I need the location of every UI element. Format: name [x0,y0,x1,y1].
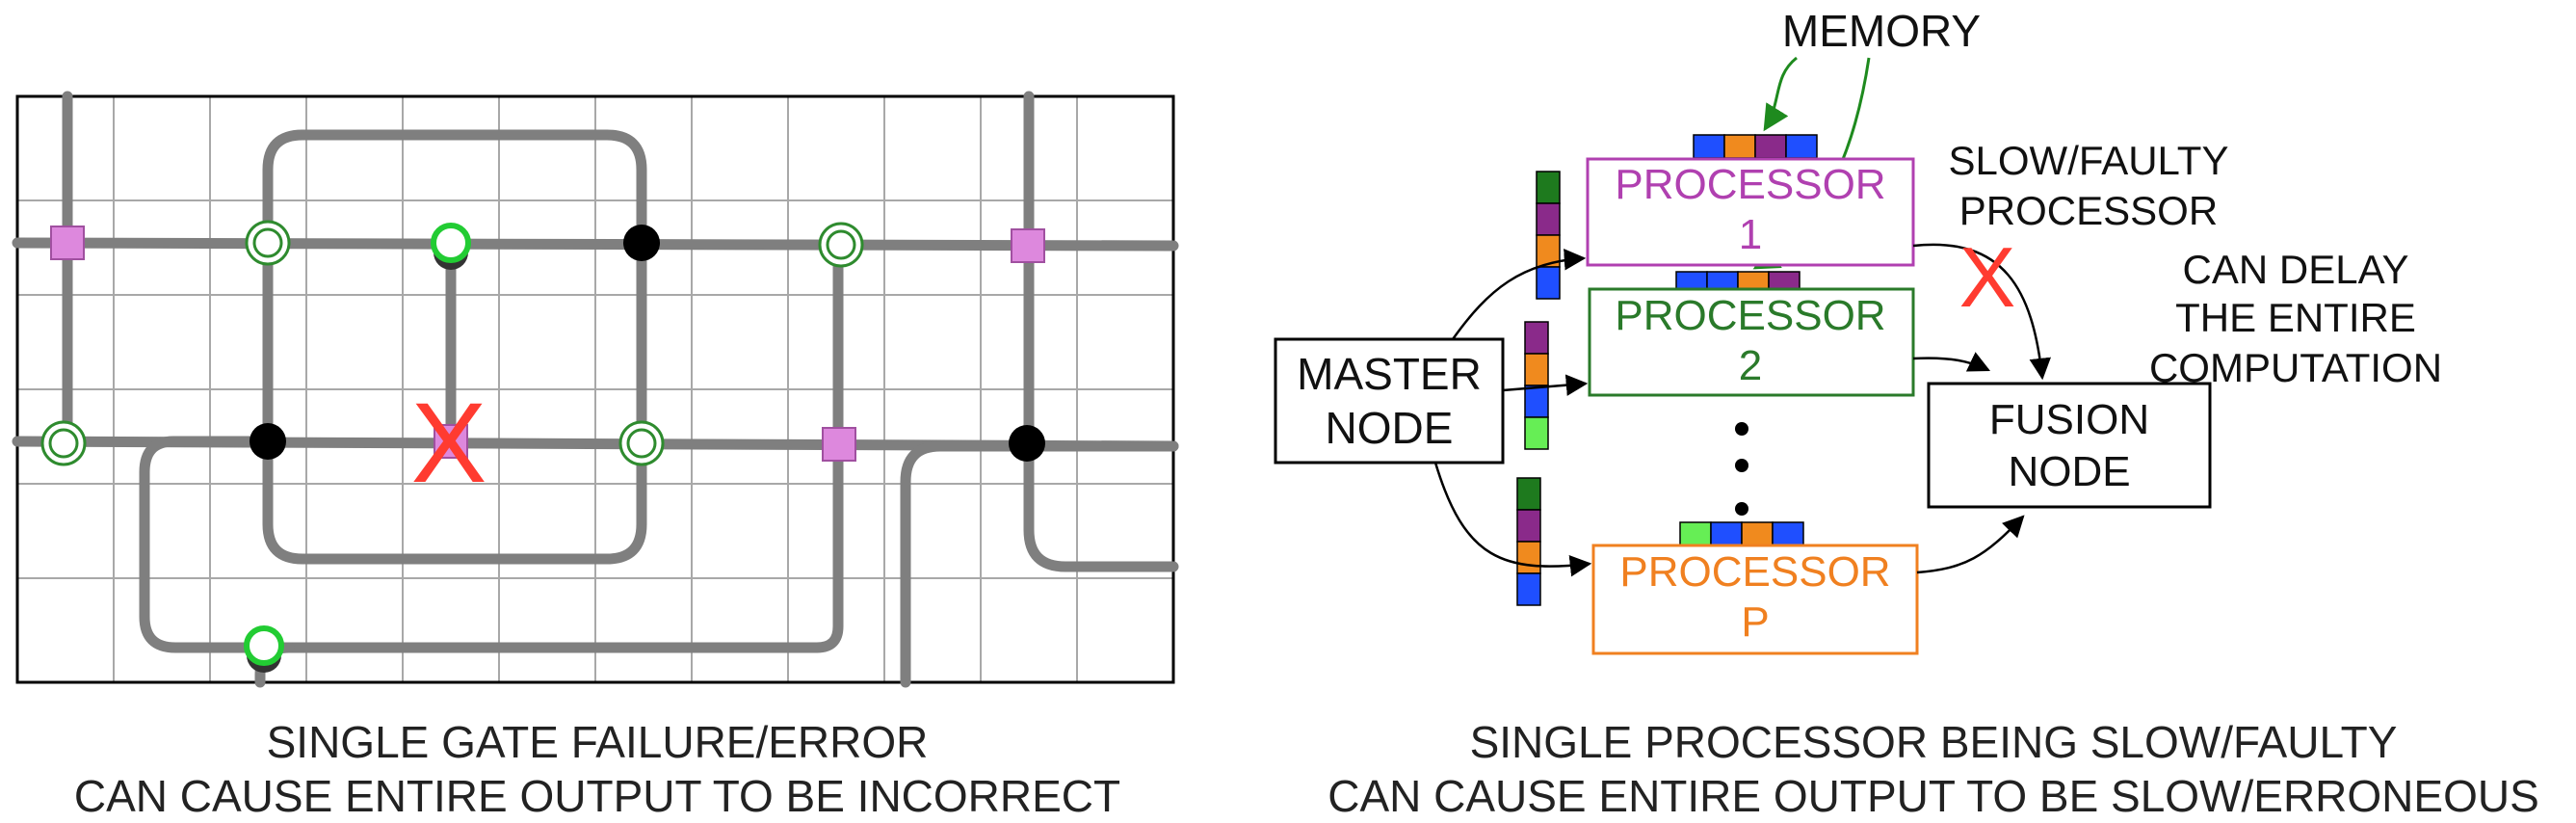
gate-square [822,427,856,462]
gate-control-open [431,223,471,270]
gate-square [1011,228,1045,263]
memory-block-pp [1679,521,1804,546]
left-caption-line1: SINGLE GATE FAILURE/ERROR [266,717,929,767]
slow-faulty-line1: SLOW/FAULTY [1949,138,2229,183]
gate-ring [40,420,87,466]
circuit-diagram: X [12,91,1179,688]
processor-p-line1: PROCESSOR [1619,548,1890,596]
gate-dot [250,423,286,460]
processor-2-line2: 2 [1739,342,1762,389]
circuit-grid [17,96,1173,682]
gate-ring [245,220,291,266]
processor-1-line1: PROCESSOR [1615,161,1885,208]
delay-line2: THE ENTIRE [2175,295,2416,340]
memory-arrow [1763,56,1798,132]
right-caption-line2: CAN CAUSE ENTIRE OUTPUT TO BE SLOW/ERRON… [1327,771,2539,821]
memory-label: MEMORY [1782,6,1981,56]
gate-control-open [244,625,284,673]
right-caption: SINGLE PROCESSOR BEING SLOW/FAULTY CAN C… [1291,715,2576,823]
fusion-node-line2: NODE [2008,448,2130,495]
delay-line1: CAN DELAY [2183,247,2409,292]
processor-2-line1: PROCESSOR [1615,292,1885,339]
processor-1-line2: 1 [1739,211,1762,258]
master-node-line2: NODE [1326,403,1454,453]
fusion-node: FUSION NODE [1927,382,2212,509]
circuit-frame [15,94,1175,684]
processor-1: PROCESSOR 1 [1586,157,1915,267]
processor-2: PROCESSOR 2 [1588,287,1915,397]
right-caption-line1: SINGLE PROCESSOR BEING SLOW/FAULTY [1469,717,2398,767]
gate-square [434,424,468,459]
gate-dot [1009,425,1045,462]
gate-failure-mark: X [411,380,487,507]
master-node: MASTER NODE [1274,337,1505,465]
memory-block-p1 [1693,134,1818,159]
data-stack-p1 [1536,171,1561,300]
left-caption-line2: CAN CAUSE ENTIRE OUTPUT TO BE INCORRECT [73,771,1121,821]
gate-ring [818,222,864,268]
gate-ring [618,420,665,466]
processor-p: PROCESSOR P [1591,544,1919,655]
gate-dot [623,225,660,261]
master-node-line1: MASTER [1297,349,1482,399]
left-caption: SINGLE GATE FAILURE/ERROR CAN CAUSE ENTI… [0,715,1195,823]
fusion-node-line1: FUSION [1989,396,2149,443]
data-stack-pp [1516,477,1541,606]
data-stack-p2 [1524,321,1549,450]
delay-line3: COMPUTATION [2149,345,2442,390]
fault-mark: X [1959,229,2016,325]
ellipsis-dots [1735,422,1748,516]
slow-faulty-line2: PROCESSOR [1959,188,2218,233]
distributed-diagram: MEMORY [1274,6,2442,655]
processor-p-line2: P [1741,598,1769,646]
gate-square [50,226,85,260]
circuit-gates [40,220,1045,673]
connectors [1433,243,2051,577]
